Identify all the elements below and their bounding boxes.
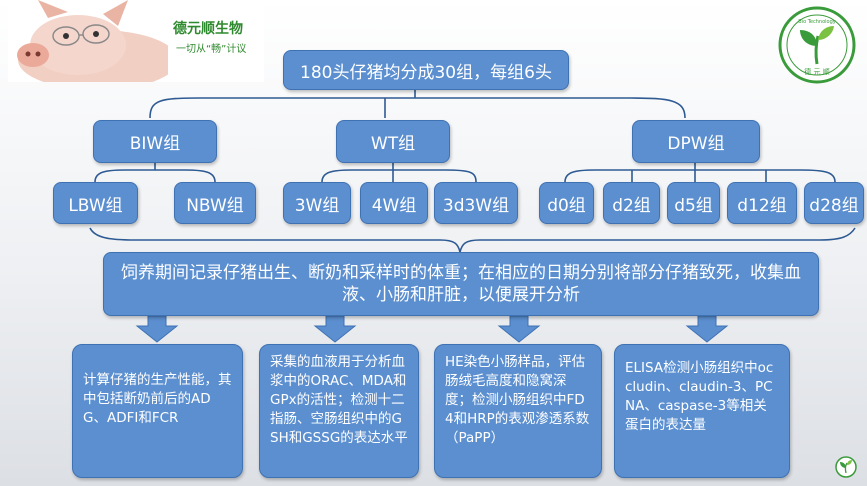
subgroup-3d3w: 3d3W组 [434, 182, 518, 224]
header-banner: 德元顺生物 一切从“畅”计议 [8, 0, 264, 90]
subgroup-d28: d28组 [804, 182, 864, 224]
summary-box: 饲养期间记录仔猪出生、断奶和采样时的体重；在相应的日期分别将部分仔猪致死，收集血… [103, 252, 819, 316]
subgroup-d2: d2组 [603, 182, 660, 224]
company-logo: Bio Technology 德 元 顺 [778, 6, 856, 84]
group-biw: BIW组 [93, 120, 217, 163]
detail-box-elisa: ELISA检测小肠组织中occludin、claudin-3、PCNA、casp… [614, 344, 790, 478]
group-wt: WT组 [336, 120, 450, 163]
subgroup-lbw: LBW组 [53, 182, 138, 224]
root-label: 180头仔猪均分成30组，每组6头 [300, 62, 552, 83]
corner-logo-icon [835, 456, 857, 478]
subgroup-4w: 4W组 [360, 182, 428, 224]
brand-name: 德元顺生物 [173, 21, 243, 37]
root-node: 180头仔猪均分成30组，每组6头 [283, 50, 569, 90]
svg-text:Bio Technology: Bio Technology [798, 19, 836, 25]
subgroup-3w: 3W组 [283, 182, 351, 224]
subgroup-nbw: NBW组 [174, 182, 256, 224]
detail-box-blood: 采集的血液用于分析血浆中的ORAC、MDA和GPx的活性；检测十二指肠、空肠组织… [259, 344, 419, 478]
subgroup-d5: d5组 [667, 182, 720, 224]
group-dpw: DPW组 [632, 120, 760, 163]
detail-box-intestine: HE染色小肠样品，评估肠绒毛高度和隐窝深度；检测小肠组织中FD4和HRP的表观渗… [434, 344, 602, 478]
subgroup-d12: d12组 [727, 182, 797, 224]
svg-text:德 元 顺: 德 元 顺 [804, 67, 829, 76]
detail-box-performance: 计算仔猪的生产性能，其中包括断奶前后的ADG、ADFI和FCR [72, 344, 243, 478]
brand-slogan: 一切从“畅”计议 [176, 44, 247, 55]
pig-image [17, 0, 178, 90]
summary-text: 饲养期间记录仔猪出生、断奶和采样时的体重；在相应的日期分别将部分仔猪致死，收集血… [121, 263, 801, 305]
subgroup-d0: d0组 [539, 182, 594, 224]
